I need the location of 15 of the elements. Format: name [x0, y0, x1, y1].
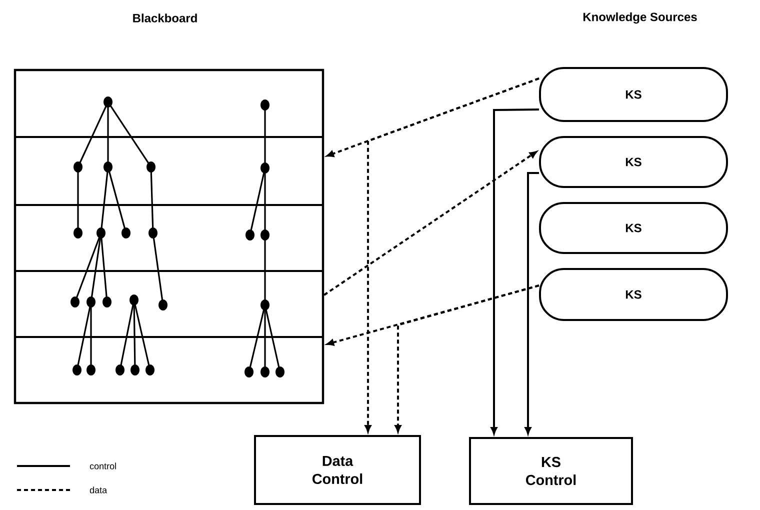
knowledge-source-box: KS	[539, 67, 728, 122]
knowledge-source-box: KS	[539, 268, 728, 321]
knowledge-source-box: KS	[539, 202, 728, 254]
heading: Knowledge Sources	[583, 12, 697, 24]
arrow	[364, 78, 540, 432]
arrow	[394, 284, 540, 432]
legend-label: control	[90, 462, 116, 470]
legend-label: data	[90, 486, 108, 494]
arrow	[524, 172, 539, 434]
control-box: Data Control	[254, 435, 421, 505]
arrow	[490, 108, 540, 434]
arrow	[324, 151, 537, 296]
knowledge-source-box: KS	[539, 136, 728, 188]
heading: Blackboard	[133, 14, 197, 22]
control-box: KS Control	[469, 437, 633, 505]
